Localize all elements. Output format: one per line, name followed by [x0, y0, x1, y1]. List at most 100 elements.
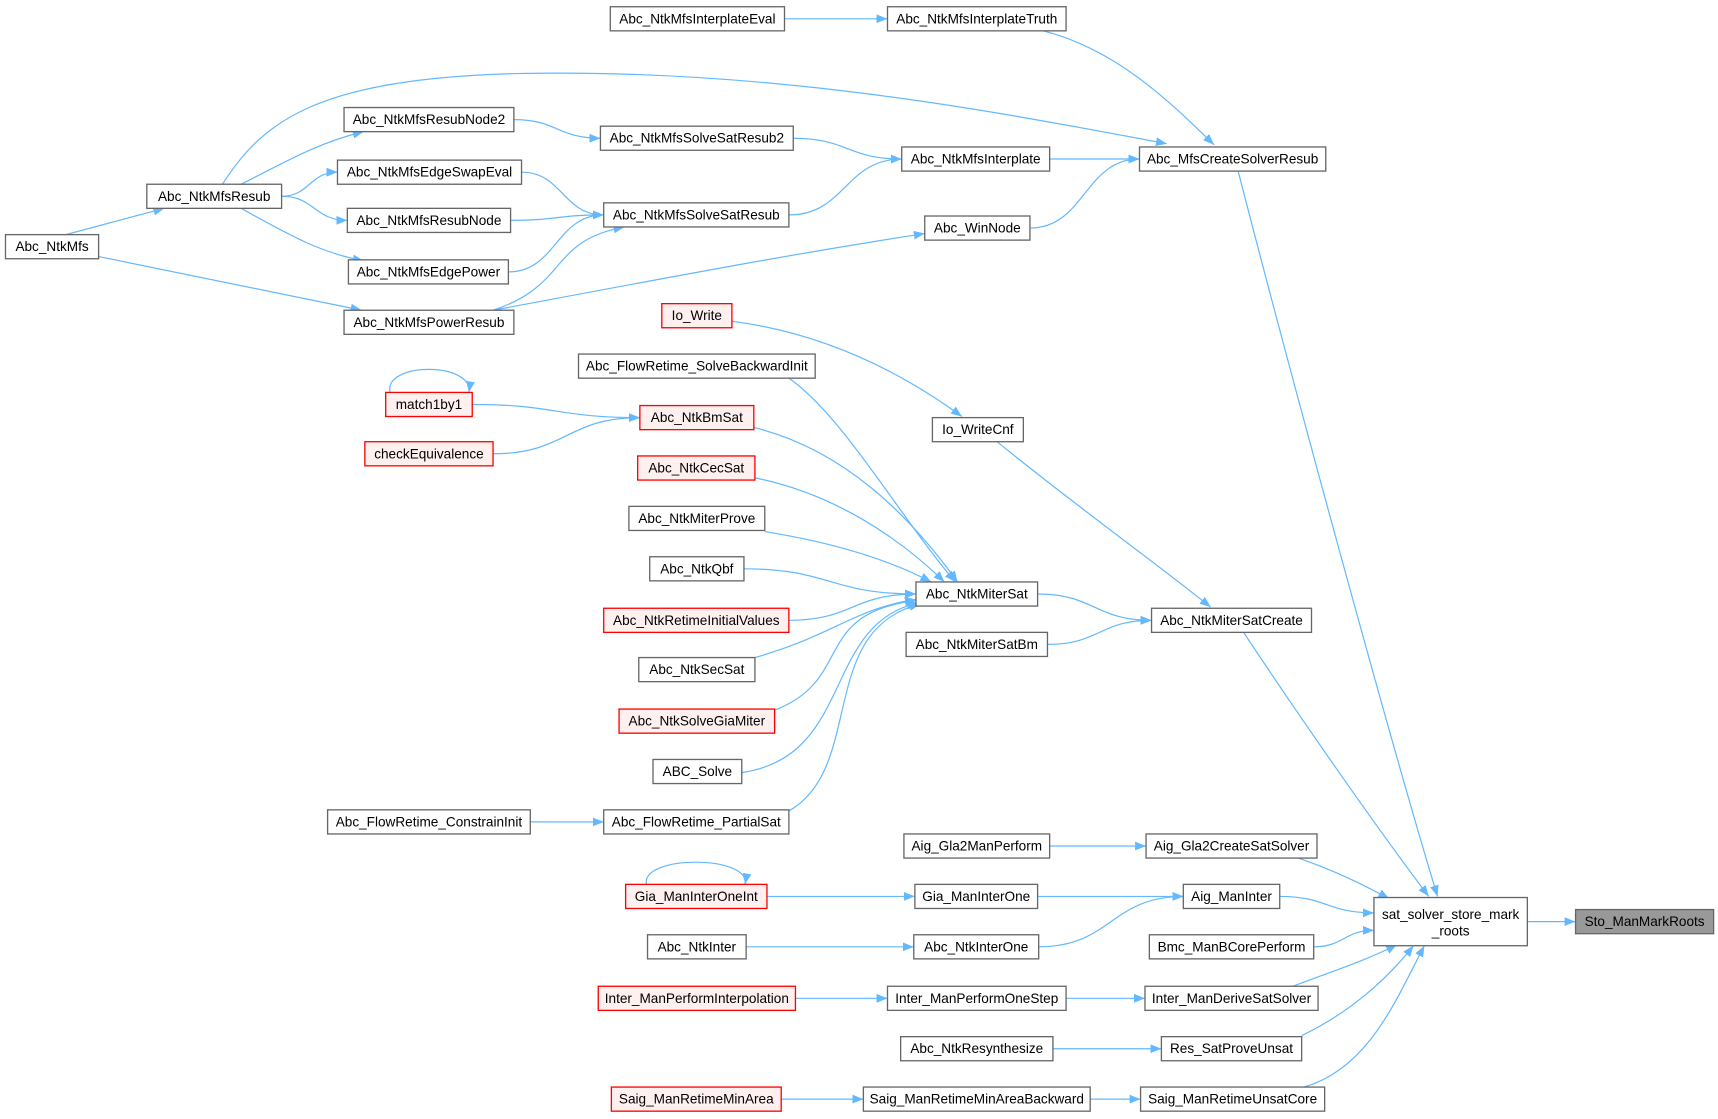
node-box[interactable]: [1373, 896, 1529, 947]
node-retime-min-area-backward[interactable]: Saig_ManRetimeMinAreaBackward: [862, 1086, 1091, 1112]
node-bmc-b-core[interactable]: Bmc_ManBCorePerform: [1148, 934, 1315, 960]
node-mfs-create-solver-resub[interactable]: Abc_MfsCreateSolverResub: [1138, 146, 1327, 172]
node-sat-store[interactable]: sat_solver_store_mark_roots: [1373, 896, 1529, 947]
node-interplate[interactable]: Abc_NtkMfsInterplate: [901, 146, 1051, 172]
node-power-resub[interactable]: Abc_NtkMfsPowerResub: [343, 309, 515, 335]
node-io-write-cnf[interactable]: Io_WriteCnf: [931, 416, 1025, 443]
node-win-node[interactable]: Abc_WinNode: [924, 215, 1031, 241]
node-sto-mark-roots[interactable]: Sto_ManMarkRoots: [1574, 908, 1715, 935]
node-miter-prove[interactable]: Abc_NtkMiterProve: [628, 505, 766, 532]
node-box[interactable]: [364, 441, 494, 467]
node-mfs-resub[interactable]: Abc_NtkMfsResub: [146, 183, 283, 209]
node-gia-inter-one[interactable]: Gia_ManInterOne: [914, 883, 1039, 910]
node-io-write[interactable]: Io_Write: [661, 303, 733, 329]
node-interplate-eval[interactable]: Abc_NtkMfsInterplateEval: [609, 6, 786, 32]
node-ntk-inter[interactable]: Abc_NtkInter: [646, 934, 747, 960]
node-box[interactable]: [901, 146, 1051, 172]
node-box[interactable]: [649, 556, 745, 582]
node-box[interactable]: [862, 1086, 1091, 1112]
node-box[interactable]: [903, 833, 1051, 859]
node-gla2-man-perform[interactable]: Aig_Gla2ManPerform: [903, 833, 1051, 859]
node-box[interactable]: [1150, 607, 1313, 634]
node-box[interactable]: [915, 581, 1039, 607]
node-edge-power[interactable]: Abc_NtkMfsEdgePower: [347, 259, 510, 285]
node-solve-sat-resub[interactable]: Abc_NtkMfsSolveSatResub: [603, 202, 790, 228]
node-box[interactable]: [661, 303, 733, 329]
node-box[interactable]: [886, 985, 1067, 1012]
node-box[interactable]: [639, 404, 755, 431]
node-box[interactable]: [638, 656, 756, 683]
node-box[interactable]: [343, 106, 515, 133]
node-bm-sat[interactable]: Abc_NtkBmSat: [639, 404, 755, 431]
node-inter-perform[interactable]: Inter_ManPerformInterpolation: [597, 985, 797, 1012]
node-box[interactable]: [624, 883, 768, 910]
node-box[interactable]: [1139, 1086, 1326, 1112]
node-qbf[interactable]: Abc_NtkQbf: [649, 556, 745, 582]
node-retime-initial-values[interactable]: Abc_NtkRetimeInitialValues: [603, 607, 790, 634]
node-box[interactable]: [599, 125, 794, 151]
node-box[interactable]: [603, 202, 790, 228]
node-gia-inter-one-int[interactable]: Gia_ManInterOneInt: [624, 883, 768, 910]
node-ntk-mfs[interactable]: Abc_NtkMfs: [4, 233, 100, 260]
node-box[interactable]: [597, 985, 797, 1012]
node-box[interactable]: [1160, 1036, 1303, 1062]
node-box[interactable]: [346, 207, 512, 234]
node-box[interactable]: [609, 6, 786, 32]
node-resub-node2[interactable]: Abc_NtkMfsResubNode2: [343, 106, 515, 133]
node-box[interactable]: [924, 215, 1031, 241]
node-box[interactable]: [618, 708, 776, 734]
node-box[interactable]: [899, 1036, 1054, 1062]
node-box[interactable]: [1144, 985, 1319, 1012]
node-abc-solve[interactable]: ABC_Solve: [652, 758, 743, 785]
node-gla2-create-sat-solver[interactable]: Aig_Gla2CreateSatSolver: [1145, 833, 1318, 859]
node-solve-sat-resub2[interactable]: Abc_NtkMfsSolveSatResub2: [599, 125, 794, 151]
node-edge-swap-eval[interactable]: Abc_NtkMfsEdgeSwapEval: [336, 159, 523, 185]
node-constrain-init[interactable]: Abc_FlowRetime_ConstrainInit: [326, 809, 531, 835]
node-box[interactable]: [610, 1086, 782, 1112]
node-res-prove-unsat[interactable]: Res_SatProveUnsat: [1160, 1036, 1303, 1062]
node-box[interactable]: [1145, 833, 1318, 859]
node-solve-gia-miter[interactable]: Abc_NtkSolveGiaMiter: [618, 708, 776, 734]
node-inter-derive[interactable]: Inter_ManDeriveSatSolver: [1144, 985, 1319, 1012]
node-box[interactable]: [628, 505, 766, 532]
node-check-equivalence[interactable]: checkEquivalence: [364, 441, 494, 467]
node-box[interactable]: [343, 309, 515, 335]
node-box[interactable]: [1574, 908, 1715, 935]
node-box[interactable]: [603, 809, 790, 835]
node-aig-man-inter[interactable]: Aig_ManInter: [1182, 883, 1281, 910]
node-box[interactable]: [1182, 883, 1281, 910]
node-box[interactable]: [336, 159, 523, 185]
node-box[interactable]: [146, 183, 283, 209]
node-box[interactable]: [4, 233, 100, 260]
node-box[interactable]: [913, 934, 1040, 960]
node-retime-unsat-core[interactable]: Saig_ManRetimeUnsatCore: [1139, 1086, 1326, 1112]
node-box[interactable]: [385, 391, 473, 418]
node-box[interactable]: [886, 6, 1067, 32]
node-box[interactable]: [652, 758, 743, 785]
node-box[interactable]: [577, 353, 816, 379]
node-resynthesize[interactable]: Abc_NtkResynthesize: [899, 1036, 1054, 1062]
node-interplate-truth[interactable]: Abc_NtkMfsInterplateTruth: [886, 6, 1067, 32]
node-box[interactable]: [905, 631, 1049, 658]
node-box[interactable]: [914, 883, 1039, 910]
node-box[interactable]: [347, 259, 510, 285]
node-cec-sat[interactable]: Abc_NtkCecSat: [637, 455, 756, 481]
node-match1by1[interactable]: match1by1: [385, 391, 473, 418]
node-box[interactable]: [637, 455, 756, 481]
node-box[interactable]: [1138, 146, 1327, 172]
node-partial-sat[interactable]: Abc_FlowRetime_PartialSat: [603, 809, 790, 835]
node-box[interactable]: [1148, 934, 1315, 960]
node-ntk-inter-one[interactable]: Abc_NtkInterOne: [913, 934, 1040, 960]
node-retime-min-area[interactable]: Saig_ManRetimeMinArea: [610, 1086, 782, 1112]
node-miter-sat-bm[interactable]: Abc_NtkMiterSatBm: [905, 631, 1049, 658]
node-box[interactable]: [326, 809, 531, 835]
node-sec-sat[interactable]: Abc_NtkSecSat: [638, 656, 756, 683]
node-box[interactable]: [646, 934, 747, 960]
node-inter-one-step[interactable]: Inter_ManPerformOneStep: [886, 985, 1067, 1012]
node-box[interactable]: [931, 416, 1025, 443]
node-miter-sat[interactable]: Abc_NtkMiterSat: [915, 581, 1039, 607]
node-solve-backward-init[interactable]: Abc_FlowRetime_SolveBackwardInit: [577, 353, 816, 379]
node-resub-node[interactable]: Abc_NtkMfsResubNode: [346, 207, 512, 234]
node-miter-sat-create[interactable]: Abc_NtkMiterSatCreate: [1150, 607, 1313, 634]
node-box[interactable]: [603, 607, 790, 634]
